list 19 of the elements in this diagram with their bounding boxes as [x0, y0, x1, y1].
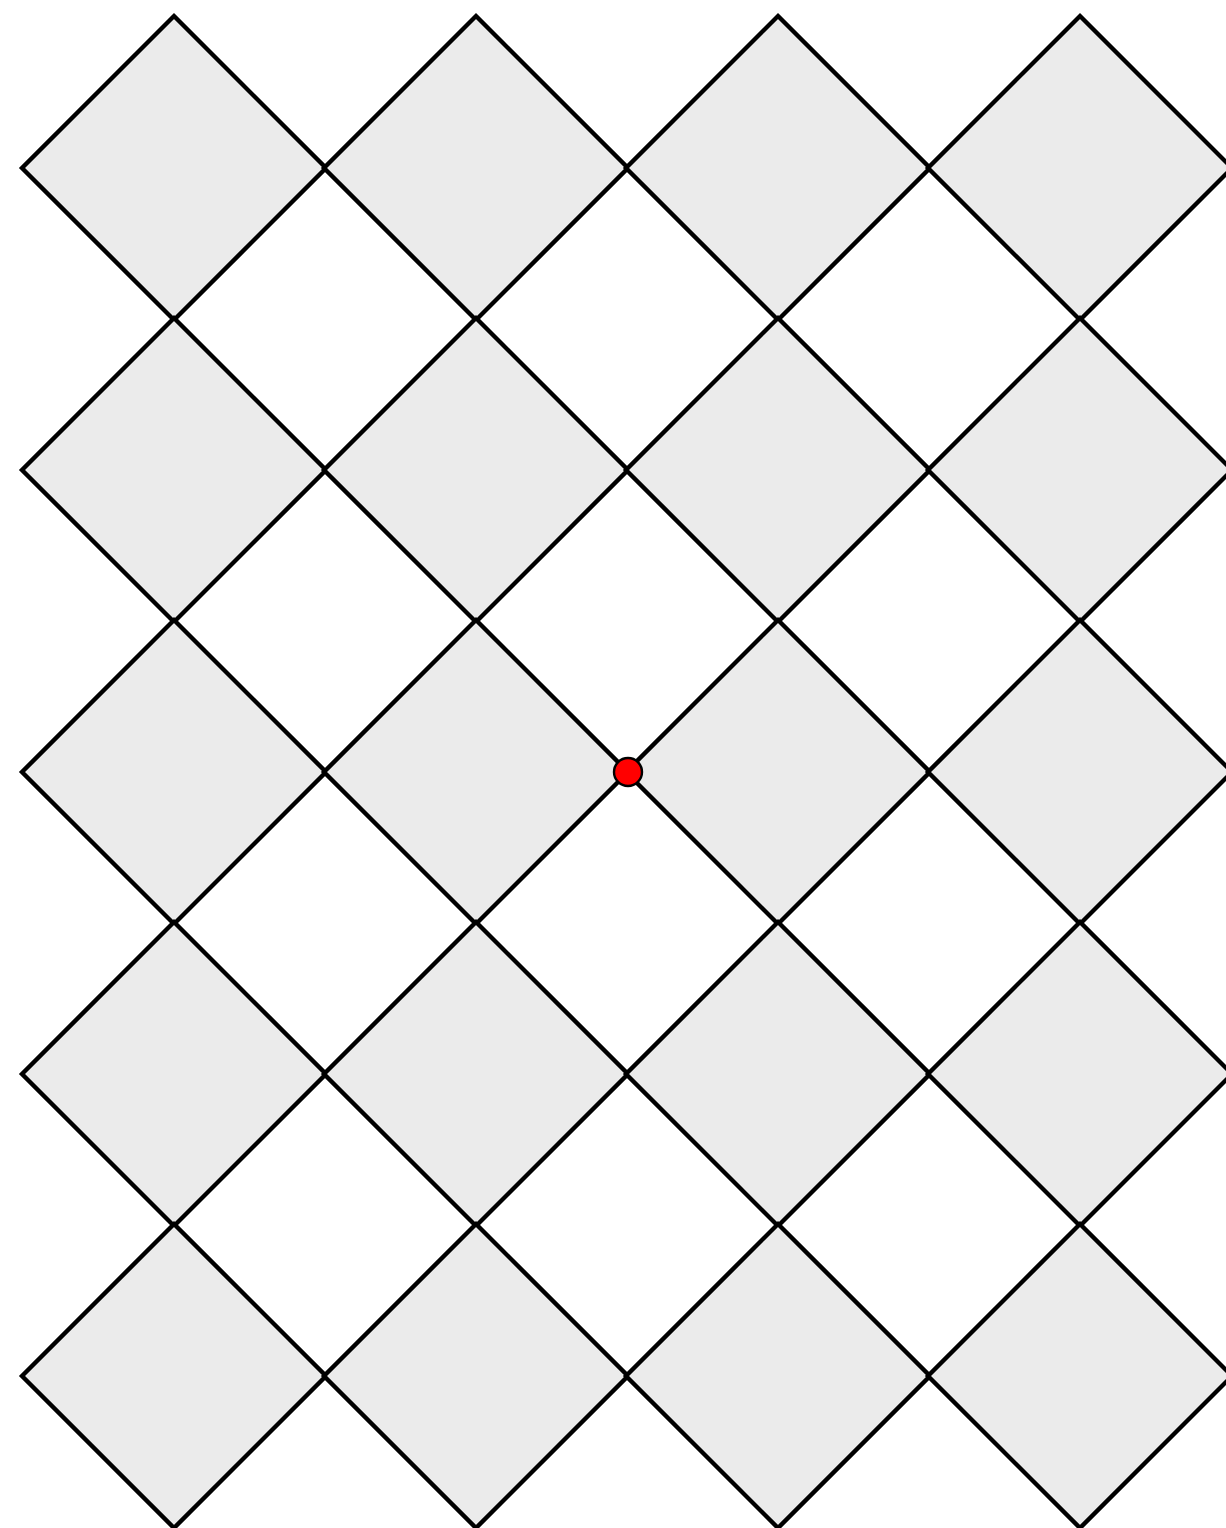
diamond-tile — [324, 922, 628, 1226]
diamond-tile — [928, 620, 1226, 924]
diamond-tile — [928, 318, 1226, 622]
diamond-tile — [928, 16, 1226, 320]
diamond-tile — [626, 16, 930, 320]
diamond-tile — [928, 922, 1226, 1226]
diamond-tile — [22, 922, 326, 1226]
diamond-tile — [626, 318, 930, 622]
diamond-tile — [324, 16, 628, 320]
diamond-tile — [22, 1224, 326, 1528]
diamond-tile — [324, 1224, 628, 1528]
diamond-tile — [626, 1224, 930, 1528]
diamond-tile — [928, 1224, 1226, 1528]
diamond-tile — [22, 620, 326, 924]
diamond-tile — [22, 318, 326, 622]
diamond-tile — [626, 922, 930, 1226]
marker-dot — [612, 756, 644, 788]
diamond-tile — [324, 318, 628, 622]
diamond-tile — [22, 16, 326, 320]
